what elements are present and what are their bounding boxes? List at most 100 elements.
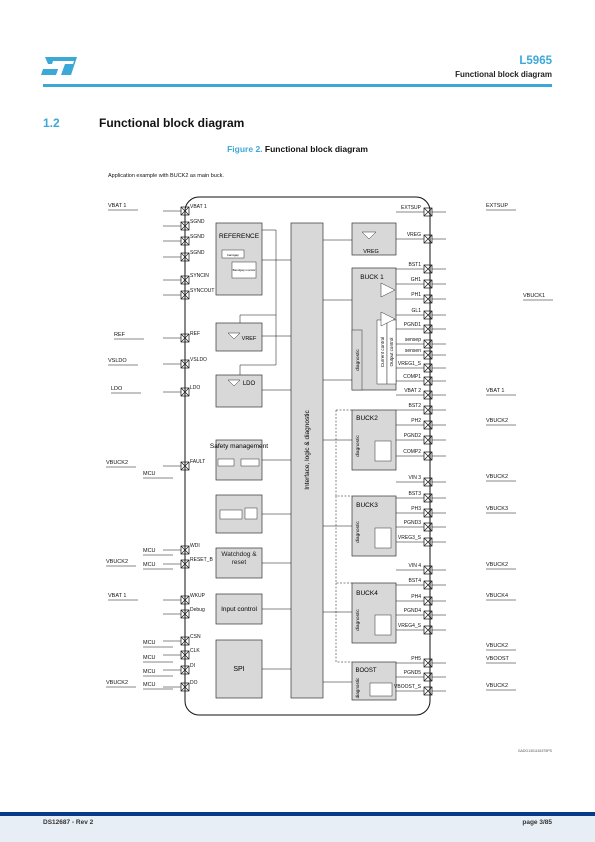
right-pin-box (423, 625, 433, 635)
right-pin-label: COMP1 (403, 374, 421, 380)
right-pin-box (423, 350, 433, 360)
right-pin-label: VIN 3 (408, 475, 421, 481)
right-pin-box (423, 522, 433, 532)
left-net-label: MCU (143, 682, 156, 688)
right-pin-box (423, 610, 433, 620)
right-pin-label: PGND5 (404, 670, 421, 676)
bandgap-box (221, 249, 245, 259)
buck4-diagnostic: diagnostic (355, 609, 361, 631)
buck3-label: BUCK3 (356, 502, 378, 509)
left-net-label: VBAT 1 (108, 593, 126, 599)
left-pin-label: DI (190, 663, 195, 669)
section-title: Functional block diagram (99, 116, 245, 130)
section-number: 1.2 (43, 116, 60, 130)
right-pin-box (423, 234, 433, 244)
right-net-label: VBUCK3 (486, 506, 508, 512)
right-net-label: VBUCK2 (486, 643, 508, 649)
right-pin-box (423, 565, 433, 575)
left-pin-label: WDI (190, 543, 200, 549)
right-pin-box (423, 376, 433, 386)
right-pin-label: BST4 (408, 578, 421, 584)
bandgap-label: bandgap (227, 253, 239, 257)
right-pin-label: PH2 (411, 418, 421, 424)
right-net-label: VBUCK2 (486, 683, 508, 689)
right-pin-label: PGND3 (404, 520, 421, 526)
right-pin-box (423, 390, 433, 400)
figure-label: Figure 2. (227, 144, 263, 154)
right-pin-box (423, 686, 433, 696)
right-pin-label: COMP2 (403, 449, 421, 455)
bandgap-monitor-label: Bandgap monitor (233, 268, 256, 272)
vreg-block (351, 222, 397, 256)
bandgap-monitor-box (231, 261, 257, 279)
right-net-label: EXTSUP (486, 203, 508, 209)
left-pin-label: REF (190, 331, 200, 337)
right-pin-label: sensep (405, 337, 421, 343)
left-net-label: VBUCK2 (106, 460, 128, 466)
right-pin-box (423, 596, 433, 606)
spi-block (215, 639, 263, 699)
left-net-label: MCU (143, 548, 156, 554)
st-logo (41, 57, 77, 75)
right-pin-label: GH1 (411, 277, 422, 283)
left-pin-label: LDO (190, 385, 200, 391)
labels-layer: VBAT 1SGNDSGNDSGNDSYNCINSYNCOUTREFVSLDOL… (106, 203, 545, 690)
right-pin-label: VREG (407, 232, 421, 238)
right-pin-box (423, 508, 433, 518)
left-pin-label: Debug (190, 607, 205, 613)
interface-logic-block (290, 222, 324, 699)
right-pin-label: EXTSUP (401, 205, 422, 211)
interface-logic-label: Interface, logic & diagnostic (304, 410, 311, 490)
right-pin-label: BST1 (408, 262, 421, 268)
left-net-label: VBUCK2 (106, 559, 128, 565)
pins-layer (106, 206, 553, 696)
right-pin-label: PH1 (411, 292, 421, 298)
vref-label: VREF (242, 336, 257, 342)
left-pin-label: VSLDO (190, 357, 207, 363)
right-pin-box (423, 339, 433, 349)
right-pin-box (423, 658, 433, 668)
right-pin-box (423, 294, 433, 304)
left-net-label: MCU (143, 471, 156, 477)
right-pin-box (423, 477, 433, 487)
right-pin-box (423, 493, 433, 503)
header-rule (43, 84, 552, 87)
left-pin-label: FAULT (190, 459, 205, 465)
document-subtitle: Functional block diagram (455, 70, 552, 79)
right-pin-label: VBOOST_S (394, 684, 422, 690)
right-pin-label: VREG1_S (398, 361, 422, 367)
buck1-diagnostic: diagnostic (355, 349, 361, 371)
left-pin-label: SGND (190, 234, 205, 240)
buck1-label: BUCK 1 (360, 274, 384, 281)
right-pin-box (423, 279, 433, 289)
vref-block (215, 322, 263, 352)
left-pin-label: VBAT 1 (190, 204, 207, 210)
right-pin-box (423, 324, 433, 334)
left-pin-label: CSN (190, 634, 201, 640)
document-title: L5965 (519, 55, 552, 67)
left-net-label: VSLDO (108, 358, 127, 364)
reference-block (215, 222, 263, 296)
footer-background (0, 816, 595, 842)
right-pin-box (423, 420, 433, 430)
right-pin-label: VREG4_S (398, 623, 422, 629)
right-pin-box (423, 264, 433, 274)
right-net-label: VBAT 1 (486, 388, 504, 394)
left-pin-label: DO (190, 680, 198, 686)
right-pin-label: PH4 (411, 594, 421, 600)
right-pin-box (423, 451, 433, 461)
right-net-label: VBUCK2 (486, 562, 508, 568)
watchdog-block (215, 547, 263, 579)
right-pin-box (423, 537, 433, 547)
left-pin-label: SYNCIN (190, 273, 209, 279)
right-pin-box (423, 435, 433, 445)
left-pin-label: SGND (190, 250, 205, 256)
footer-bar (0, 812, 595, 816)
application-note: Application example with BUCK2 as main b… (108, 173, 224, 179)
input-control-label: Input control (221, 606, 257, 613)
right-pin-label: VIN 4 (408, 563, 421, 569)
buck4-label: BUCK4 (356, 590, 378, 597)
buck2-diagnostic: diagnostic (355, 435, 361, 457)
right-net-label: VBOOST (486, 656, 510, 662)
